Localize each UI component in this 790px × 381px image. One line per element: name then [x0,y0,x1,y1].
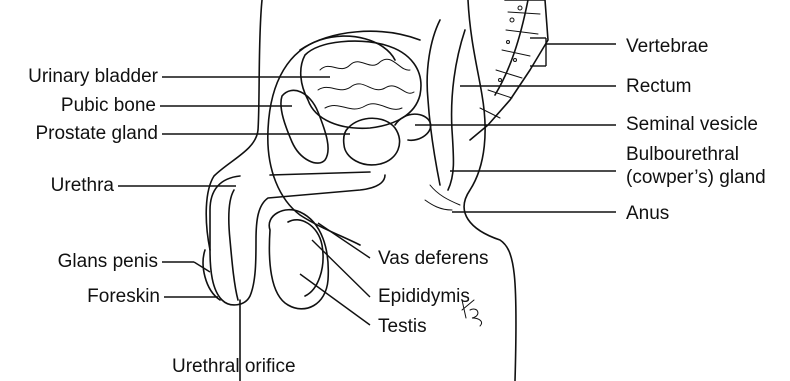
label-anus: Anus [626,203,669,225]
label-epididymis: Epididymis [378,286,470,308]
penis-illustration [203,172,385,381]
leader-lines [118,38,616,325]
label-vertebrae: Vertebrae [626,36,708,58]
seminal-vesicle-illustration [395,114,431,140]
label-prostate-gland: Prostate gland [2,123,158,145]
label-urinary-bladder: Urinary bladder [2,66,158,88]
pubic-bone-illustration [281,90,328,163]
label-seminal-vesicle: Seminal vesicle [626,114,758,136]
label-bulbourethral-line1: Bulbourethral [626,144,739,166]
rectum-illustration [427,20,465,190]
vas-deferens-illustration [268,36,395,245]
label-testis: Testis [378,316,427,338]
label-bulbourethral-line2: (cowper’s) gland [626,167,766,189]
label-vas-deferens: Vas deferens [378,248,489,270]
label-pubic-bone: Pubic bone [2,95,156,117]
label-urethral-orifice: Urethral orifice [172,356,296,378]
front-contour [206,0,262,250]
label-glans-penis: Glans penis [2,251,158,273]
label-urethra: Urethra [2,175,114,197]
label-foreskin: Foreskin [2,286,160,308]
anus-illustration [425,185,460,210]
back-contour [464,0,516,381]
vertebrae-illustration [470,0,548,140]
prostate-illustration [344,118,400,165]
label-rectum: Rectum [626,76,691,98]
